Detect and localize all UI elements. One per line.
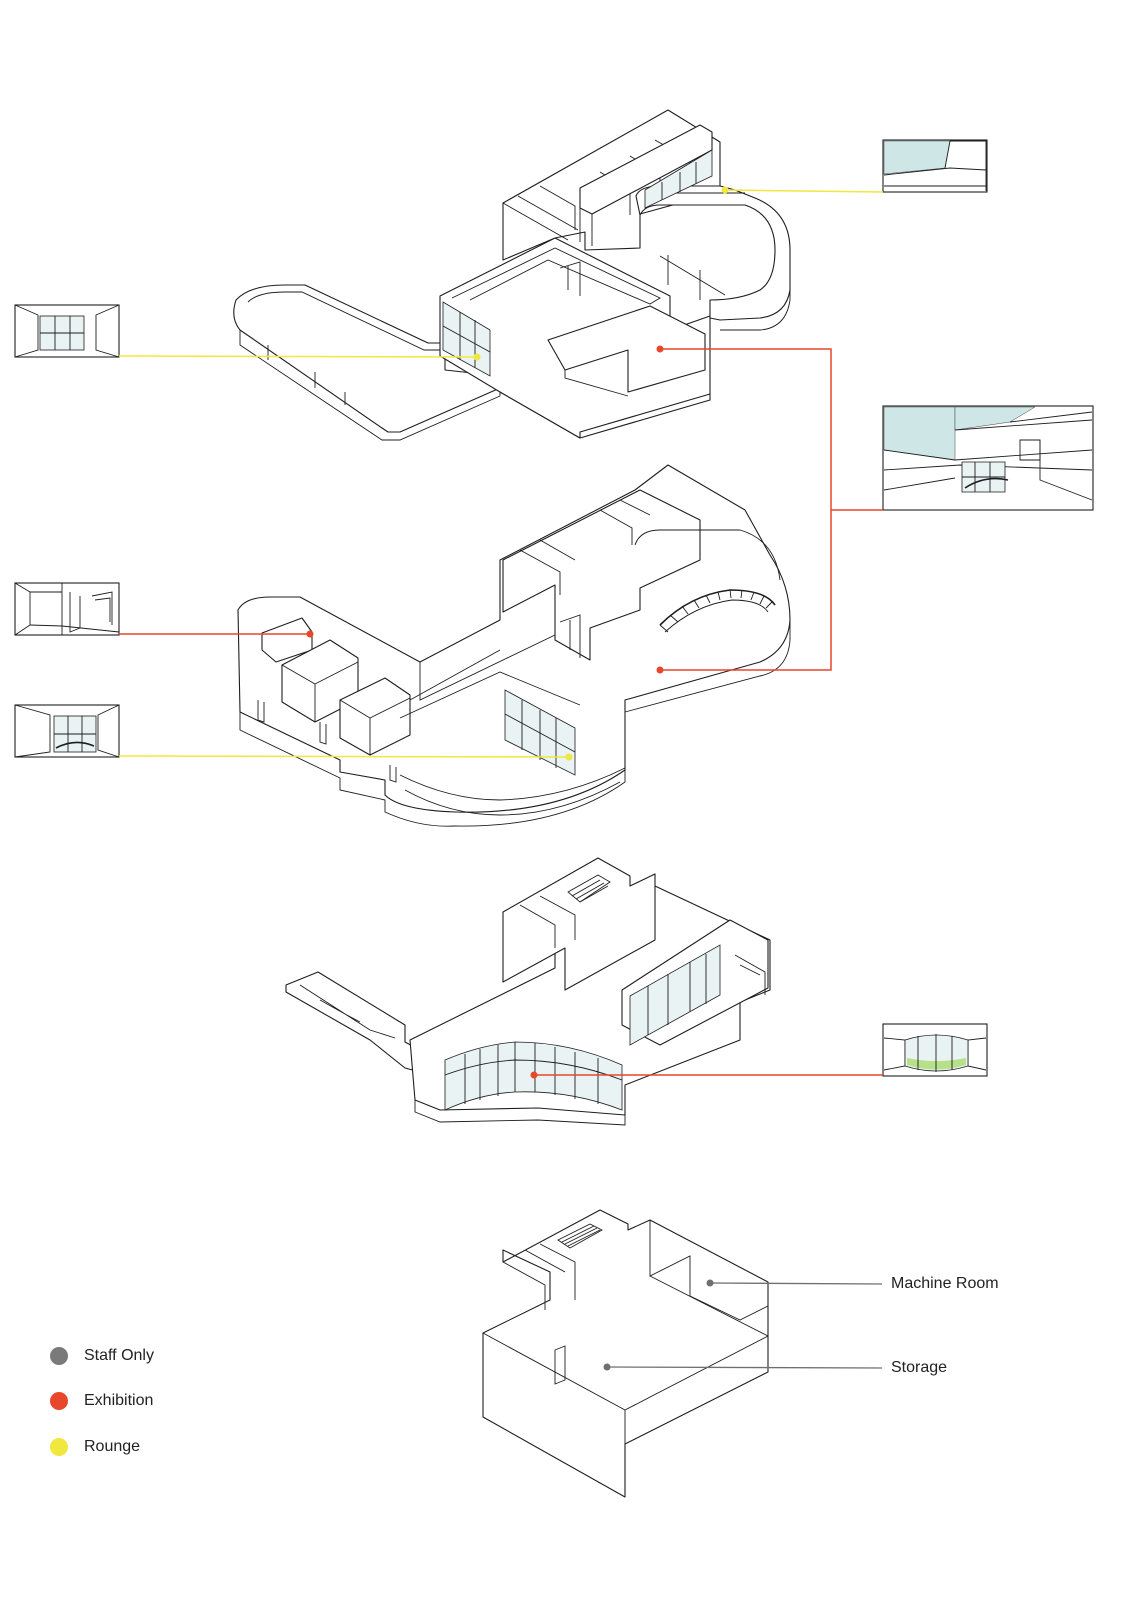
- second-level: [237, 464, 791, 827]
- photo-thumbnail-exhibition-hall: [882, 405, 1094, 511]
- photo-thumbnail-lounge-walkway: [14, 304, 120, 358]
- photo-thumbnail-curved-window: [882, 1023, 988, 1077]
- legend-exhibition-dot: [50, 1392, 68, 1410]
- legend-staff-only-label: Staff Only: [84, 1347, 154, 1364]
- basement-level: [482, 1209, 769, 1498]
- legend-rounge-dot: [50, 1438, 68, 1456]
- photo-thumbnail-lounge-top: [882, 139, 988, 193]
- photo-thumbnail-lounge-glass: [14, 704, 120, 758]
- lounge-leaders: [118, 186, 884, 761]
- legend-staff-only-dot: [50, 1347, 68, 1365]
- machine-room-label: Machine Room: [891, 1275, 999, 1292]
- photo-thumbnail-exhibition-room: [14, 582, 120, 636]
- third-level: [285, 857, 771, 1126]
- top-level: [233, 109, 791, 441]
- storage-label: Storage: [891, 1359, 948, 1376]
- staff-leaders: [603, 1279, 883, 1371]
- legend-exhibition-label: Exhibition: [84, 1392, 154, 1409]
- exhibition-leaders: [119, 345, 883, 1079]
- legend-rounge-label: Rounge: [84, 1438, 141, 1455]
